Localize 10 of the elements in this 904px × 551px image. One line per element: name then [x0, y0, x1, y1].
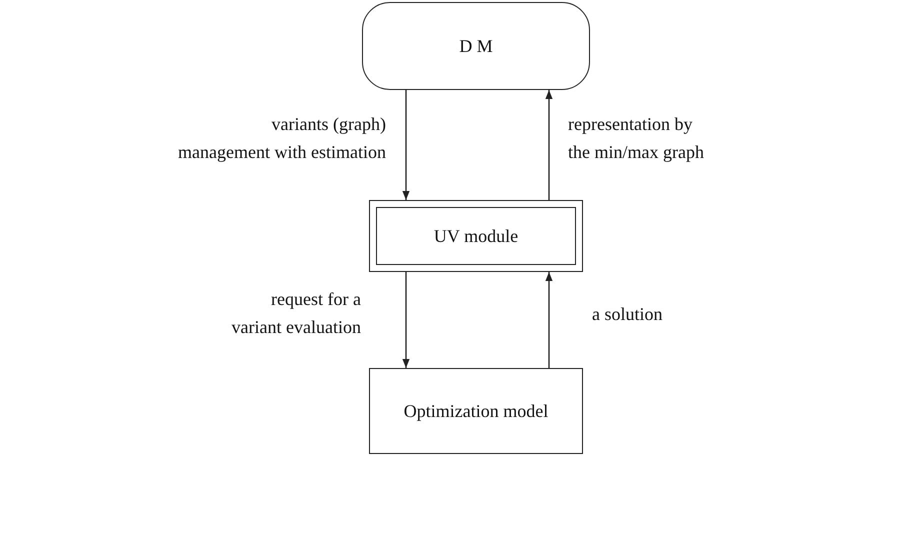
arrow [545, 272, 553, 368]
node-label: D M [459, 36, 493, 56]
arrow [545, 90, 553, 200]
node-label: UV module [434, 226, 518, 246]
rounded-box [362, 2, 590, 90]
arrow [402, 272, 410, 368]
arrow [402, 90, 410, 200]
node-label: Optimization model [404, 400, 548, 422]
process-box [369, 368, 583, 454]
process-box [369, 200, 583, 272]
